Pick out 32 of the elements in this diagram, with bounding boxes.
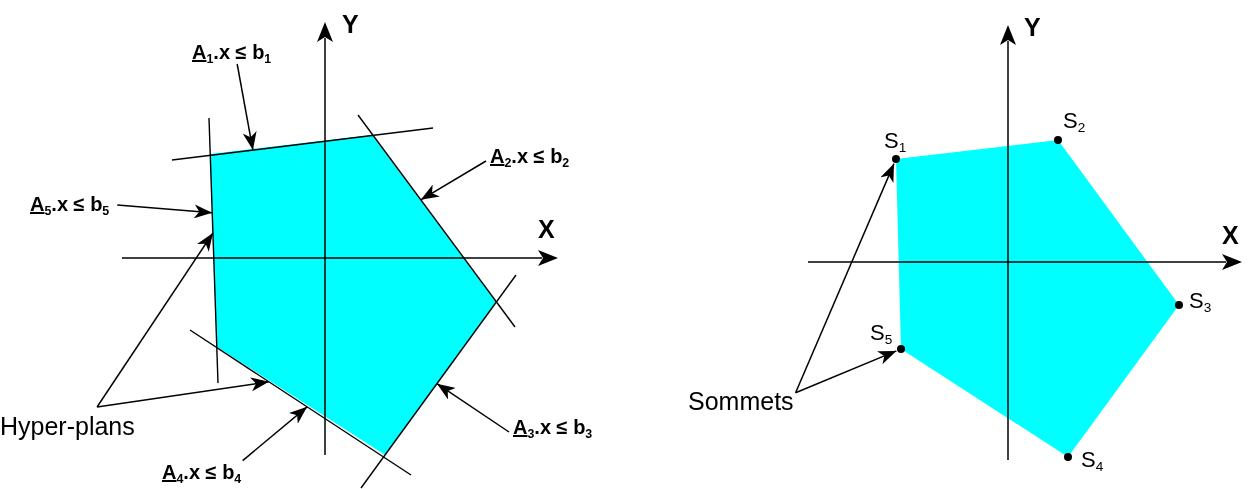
- vertex-label: S$_{2}$: [1063, 110, 1086, 132]
- leader-arrow: [236, 63, 257, 151]
- vertex-dot: [1175, 301, 1183, 309]
- vertex-dot: [892, 155, 900, 163]
- callout-label: Hyper-plans: [0, 414, 135, 439]
- vertex-dot: [1064, 453, 1072, 461]
- vertex-label: S$_{4}$: [1081, 449, 1104, 471]
- callout-label: Sommets: [688, 389, 794, 414]
- constraint-label: A$_{4}$.x ≤ b$_{4}$: [162, 462, 242, 482]
- axis-label: X: [538, 217, 555, 242]
- leader-arrow: [96, 232, 214, 408]
- constraint-label: A$_{5}$.x ≤ b$_{5}$: [30, 194, 110, 214]
- hyperplane-line: [171, 127, 434, 161]
- vertex-label: S$_{5}$: [870, 322, 893, 344]
- axis-label: X: [1222, 223, 1239, 248]
- axis-label: Y: [1024, 15, 1041, 40]
- vertex-dot: [897, 345, 905, 353]
- axis-label: Y: [342, 12, 359, 37]
- constraint-label: A$_{1}$.x ≤ b$_{1}$: [192, 42, 272, 62]
- leader-arrow: [436, 382, 510, 433]
- constraint-label: A$_{2}$.x ≤ b$_{2}$: [490, 146, 570, 166]
- leader-arrow: [96, 377, 270, 408]
- vertex-label: S$_{1}$: [884, 130, 907, 152]
- leader-arrow: [794, 162, 895, 394]
- leader-arrow: [241, 406, 308, 462]
- vertex-dot: [1054, 136, 1062, 144]
- constraint-label: A$_{3}$.x ≤ b$_{3}$: [513, 417, 593, 437]
- leader-arrow: [116, 204, 213, 219]
- leader-arrow: [420, 160, 487, 201]
- hyperplane-line: [208, 117, 219, 384]
- leader-arrow: [794, 350, 898, 394]
- vertex-label: S$_{3}$: [1189, 290, 1212, 312]
